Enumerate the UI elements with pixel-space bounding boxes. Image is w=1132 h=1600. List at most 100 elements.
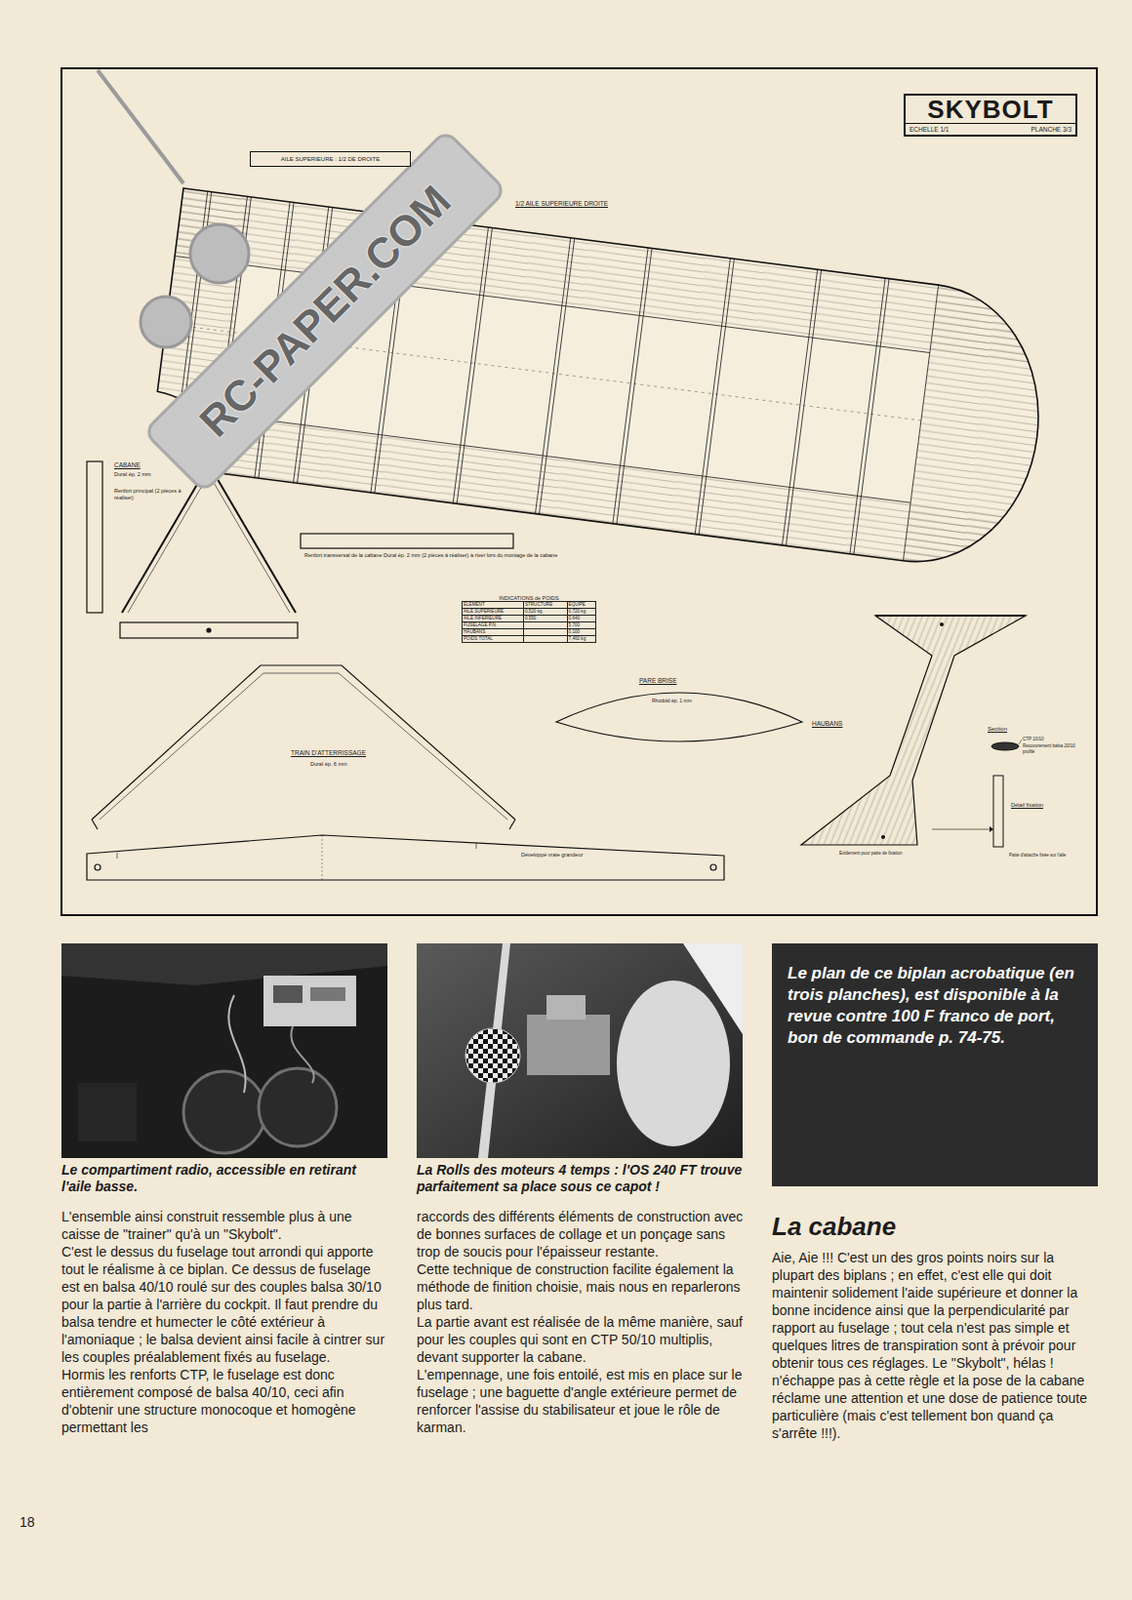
table-row: AILE SUPERIEURE0,520 kg0,720 kg — [462, 608, 597, 616]
table-row: FUSELAGE P.N. 5,700 — [462, 622, 597, 630]
wing-ribs-part — [849, 278, 886, 555]
body-paragraph: raccords des différents éléments de cons… — [416, 1208, 744, 1261]
landing-gear-drawing-part — [476, 843, 478, 849]
part-note: Développé vraie grandeur — [521, 851, 583, 859]
table-row: AILE INFERIEURE0,5500,640 — [462, 615, 597, 623]
part-label: Section — [987, 726, 1008, 734]
material-note: Rhodoid ép. 1 mm — [651, 697, 692, 705]
part-label: TRAIN D'ATTERRISSAGE — [290, 749, 366, 758]
table-cell: POIDS TOTAL — [462, 636, 525, 644]
title-subrow: ECHELLE 1/1 PLANCHE 3/3 — [905, 122, 1076, 135]
engine-photo-part — [465, 1028, 521, 1084]
landing-gear-drawing-part — [117, 852, 119, 859]
wing-ribs-part — [612, 247, 648, 525]
radio-compartment-photo-part — [78, 1083, 137, 1142]
photo-caption: Le compartiment radio, accessible en ret… — [61, 1162, 389, 1196]
engine-photo — [416, 943, 743, 1159]
radio-compartment-photo-part — [61, 943, 388, 1159]
table-cell: 7,460 kg — [566, 636, 596, 644]
title-subtext: ECHELLE 1/1 — [909, 124, 949, 134]
wing-ribs-part — [535, 238, 571, 515]
table-row: POIDS TOTAL 7,460 kg — [462, 636, 597, 644]
radio-compartment-photo-part — [228, 995, 245, 1093]
weight-table-grid: INDICATIONS de POIDSELEMENTSTRUCTUREEQUI… — [461, 595, 597, 644]
body-paragraph: C'est le dessus du fuselage tout arrondi… — [61, 1243, 389, 1367]
table-cell: 0,520 kg — [523, 608, 567, 616]
body-paragraph: Aie, Aie !!! C'est un des gros points no… — [771, 1249, 1099, 1443]
watermark-transmitter-part — [190, 224, 249, 283]
radio-compartment-photo-part — [290, 1026, 314, 1084]
table-row: ELEMENTSTRUCTUREEQUIPE — [462, 602, 597, 609]
radio-compartment-photo-part — [263, 975, 357, 1027]
weight-table: INDICATIONS de POIDSELEMENTSTRUCTUREEQUI… — [461, 595, 597, 644]
strut-drawing-part — [989, 826, 994, 833]
table-cell: 0,550 — [523, 615, 567, 623]
text-column: La cabaneAie, Aie !!! C'est un des gros … — [771, 1208, 1099, 1443]
body-paragraph: Cette technique de construction facilite… — [416, 1260, 744, 1314]
order-info-text: Le plan de ce biplan acrobatique (en tro… — [787, 963, 1083, 1050]
cabane-drawing-part — [86, 461, 103, 613]
radio-compartment-photo-part — [310, 987, 346, 1002]
part-note: Evidement pour patte de fixation — [839, 850, 903, 857]
cabane-drawing — [86, 461, 514, 639]
title-block: SKYBOLTECHELLE 1/1PLANCHE 3/3 — [903, 93, 1078, 137]
part-note: Patte d'attache fixée sur l'aile — [1009, 852, 1088, 859]
text-column: raccords des différents éléments de cons… — [416, 1208, 744, 1437]
strut-drawing-part — [1018, 739, 1022, 745]
table-cell-empty — [523, 629, 567, 637]
landing-gear-drawing-part — [99, 673, 508, 820]
strut-drawing — [801, 615, 1026, 848]
radio-compartment-photo — [61, 943, 388, 1159]
wing-ribs-part — [213, 413, 911, 503]
table-row: HAUBANS 0,100 — [462, 629, 597, 637]
table-cell: 0,100 — [566, 629, 596, 637]
landing-gear-drawing-part — [91, 665, 516, 820]
table-cell: 5,700 — [566, 622, 596, 630]
material-note: CTP 10/10 — [1022, 736, 1044, 743]
wing-ribs-part — [853, 279, 890, 556]
table-cell: EQUIPE — [566, 602, 596, 609]
title-subtext: PLANCHE 3/3 — [1030, 124, 1072, 134]
part-label: Détail fixation — [1010, 802, 1044, 809]
part-note: Renfort transversal de la cabane Dural é… — [304, 552, 598, 560]
material-note: Dural ép. 2 mm — [114, 471, 152, 479]
engine-photo-part — [616, 980, 730, 1147]
radio-compartment-photo-part — [273, 985, 303, 1004]
engine-photo-part — [546, 995, 586, 1020]
wing-ribs-part — [785, 270, 821, 547]
part-label: CABANE — [114, 461, 141, 470]
cabane-drawing-part — [300, 533, 514, 549]
text-column: L'ensemble ainsi construit ressemble plu… — [61, 1208, 389, 1437]
strut-drawing-part — [881, 835, 886, 840]
wing-ribs-part — [456, 228, 492, 505]
material-note: Dural ép. 6 mm — [310, 761, 348, 769]
table-cell: 0,640 — [566, 615, 596, 623]
landing-gear-drawing-part — [710, 864, 717, 871]
strut-drawing-part — [875, 614, 1026, 617]
landing-gear-drawing-part — [91, 819, 98, 830]
table-cell: FUSELAGE P.N. — [462, 622, 525, 630]
cabane-drawing-part — [120, 622, 298, 639]
body-paragraph: Hormis les renforts CTP, le fuselage est… — [61, 1366, 389, 1437]
table-cell-empty — [523, 622, 567, 630]
engine-photo-part — [683, 943, 743, 1035]
wing-ribs-part — [694, 258, 730, 535]
material-note: Recouvrement balsa 20/10 profilé — [1022, 743, 1088, 756]
part-label: 1/2 AILE SUPERIEURE DROITE — [515, 200, 608, 208]
watermark-transmitter-part — [97, 70, 184, 184]
table-cell: AILE SUPERIEURE — [462, 608, 525, 616]
watermark-transmitter-part — [140, 296, 192, 348]
part-label: HAUBANS — [811, 720, 843, 728]
radio-compartment-photo-part — [258, 1068, 337, 1147]
wing-ribs-part — [902, 284, 938, 562]
sheet-label-text: AILE SUPERIEURE : 1/2 DE DROITE — [252, 155, 408, 163]
engine-photo-part — [416, 943, 743, 1159]
table-cell: HAUBANS — [462, 629, 525, 637]
body-paragraph: L'empennage, une fois entoilé, est mis e… — [416, 1366, 744, 1437]
landing-gear-drawing-part — [509, 819, 516, 830]
windscreen-outline — [556, 692, 803, 742]
watermark-transmitter — [97, 70, 249, 348]
strut-drawing-part — [993, 775, 1004, 848]
strut-drawing-part — [801, 615, 1026, 846]
